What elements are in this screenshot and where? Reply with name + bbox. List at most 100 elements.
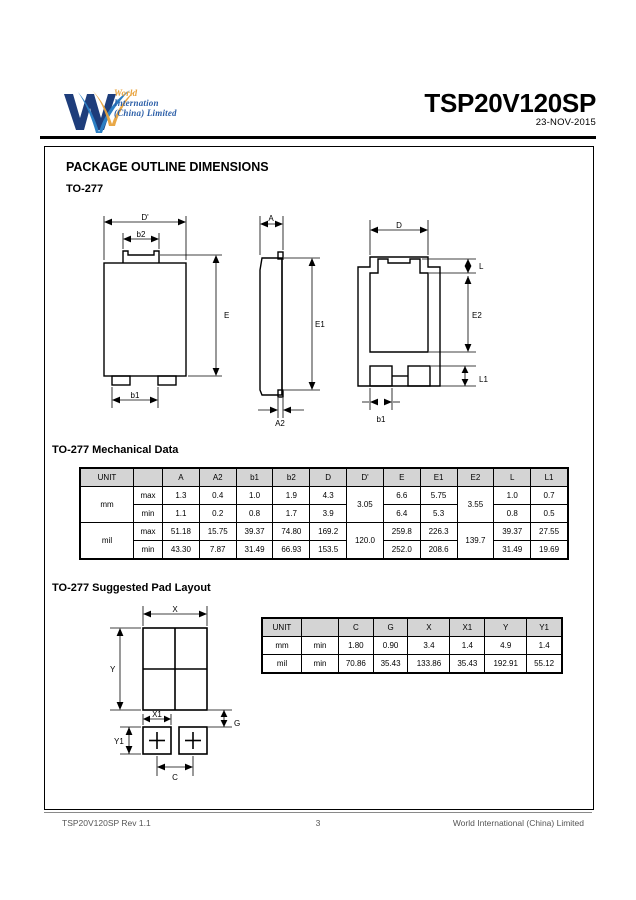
cell-unit: mm	[262, 636, 302, 655]
cell-l: 31.49	[493, 540, 532, 559]
dim-label-x1: X1	[152, 710, 162, 719]
cell-y1: 1.4	[526, 636, 562, 655]
package-name: TO-277	[66, 183, 104, 195]
cell-a: 1.1	[162, 504, 200, 523]
cell-limit: min	[301, 636, 339, 655]
package-top-view-drawing: D' b2 E b1	[82, 200, 252, 430]
cell-l: 0.8	[493, 504, 532, 523]
dim-label-e2: E2	[472, 311, 482, 320]
table-row: mm min 1.80 0.90 3.4 1.4 4.9 1.4	[262, 636, 562, 655]
pad-layout-title: TO-277 Suggested Pad Layout	[52, 582, 211, 594]
cell-dp: 3.05	[346, 486, 384, 523]
package-side-view-drawing: A E1 A2	[252, 200, 362, 430]
footer-page-number: 3	[315, 818, 321, 828]
cell-l1: 19.69	[530, 540, 568, 559]
cell-d: 153.5	[309, 540, 348, 559]
cell-d: 4.3	[309, 486, 348, 505]
dim-label-g: G	[234, 719, 240, 728]
th-e1: E1	[419, 468, 458, 487]
cell-e1: 208.6	[419, 540, 458, 559]
dim-label-a: A	[268, 214, 274, 223]
cell-b2: 1.7	[272, 504, 311, 523]
cell-b2: 1.9	[272, 486, 311, 505]
cell-x: 3.4	[407, 636, 451, 655]
mech-data-title: TO-277 Mechanical Data	[52, 444, 179, 456]
th-unit: UNIT	[80, 468, 134, 487]
cell-e: 252.0	[382, 540, 421, 559]
cell-b2: 74.80	[272, 522, 311, 541]
cell-d: 3.9	[309, 504, 348, 523]
section-title: PACKAGE OUTLINE DIMENSIONS	[66, 160, 269, 174]
cell-y: 192.91	[484, 654, 528, 673]
cell-a2: 7.87	[198, 540, 237, 559]
footer-company: World International (China) Limited	[452, 818, 584, 828]
cell-limit: min	[133, 540, 163, 559]
cell-a: 51.18	[162, 522, 200, 541]
cell-e: 6.4	[382, 504, 421, 523]
th-unit: UNIT	[262, 618, 302, 637]
table-row: mil max 51.18 15.75 39.37 74.80 169.2 12…	[80, 522, 568, 559]
cell-b1: 1.0	[235, 486, 274, 505]
cell-y1: 55.12	[526, 654, 562, 673]
th-dp: D'	[346, 468, 384, 487]
cell-unit-mm: mm	[80, 486, 134, 523]
cell-b1: 0.8	[235, 504, 274, 523]
cell-e: 6.6	[382, 486, 421, 505]
dim-label-l: L	[479, 262, 484, 271]
table-row: min 43.30 7.87 31.49 66.93 153.5 252.0 2…	[81, 540, 568, 559]
dim-label-x: X	[172, 605, 178, 614]
cell-a2: 0.4	[198, 486, 237, 505]
dim-label-y: Y	[110, 665, 116, 674]
dim-label-y1: Y1	[114, 737, 124, 746]
table-row: min 1.1 0.2 0.8 1.7 3.9 6.4 5.3 0.8 0.5	[81, 504, 568, 523]
part-number: TSP20V120SP	[424, 88, 596, 118]
cell-l1: 0.7	[530, 486, 568, 505]
document-date: 23-NOV-2015	[535, 117, 596, 128]
th-e2: E2	[456, 468, 495, 487]
cell-e1: 5.75	[419, 486, 458, 505]
cell-g: 35.43	[372, 654, 409, 673]
cell-unit: mil	[262, 654, 302, 673]
logo-line-1: World	[114, 88, 138, 98]
dim-label-e: E	[224, 311, 229, 320]
th-g: G	[372, 618, 409, 637]
table-row: mil min 70.86 35.43 133.86 35.43 192.91 …	[262, 654, 562, 673]
cell-limit: min	[301, 654, 339, 673]
cell-l: 39.37	[493, 522, 532, 541]
th-c: C	[338, 618, 374, 637]
th-d: D	[309, 468, 348, 487]
dim-label-c: C	[172, 773, 178, 782]
table-header-row: UNIT A A2 b1 b2 D D' E E1 E2 L L1	[80, 468, 568, 487]
th-x: X	[407, 618, 451, 637]
dim-label-b1: b1	[131, 391, 140, 400]
dim-label-a2: A2	[275, 419, 285, 428]
cell-limit: max	[133, 522, 163, 541]
cell-c: 1.80	[338, 636, 374, 655]
footer-doc-revision: TSP20V120SP Rev 1.1	[62, 818, 151, 828]
cell-e1: 5.3	[419, 504, 458, 523]
footer-divider	[44, 812, 592, 813]
cell-d: 169.2	[309, 522, 348, 541]
cell-e: 259.8	[382, 522, 421, 541]
th-b2: b2	[272, 468, 311, 487]
page-header: World Internation (China) Limited TSP20V…	[0, 0, 636, 140]
cell-a2: 0.2	[198, 504, 237, 523]
cell-e2: 3.55	[456, 486, 495, 523]
table-row: mm max 1.3 0.4 1.0 1.9 4.3 3.05 6.6 5.75…	[80, 486, 568, 523]
package-bottom-view-drawing: D L E2 L1 b1	[352, 200, 512, 430]
cell-a: 1.3	[162, 486, 200, 505]
cell-b1: 31.49	[235, 540, 274, 559]
cell-unit-mil: mil	[80, 522, 134, 559]
dim-label-l1: L1	[479, 375, 488, 384]
th-y: Y	[484, 618, 528, 637]
cell-a2: 15.75	[198, 522, 237, 541]
cell-dp: 120.0	[346, 522, 384, 559]
cell-g: 0.90	[372, 636, 409, 655]
cell-l: 1.0	[493, 486, 532, 505]
th-a2: A2	[198, 468, 237, 487]
th-e: E	[382, 468, 421, 487]
cell-c: 70.86	[338, 654, 374, 673]
th-b1: b1	[235, 468, 274, 487]
ww-logo-icon	[64, 90, 136, 133]
